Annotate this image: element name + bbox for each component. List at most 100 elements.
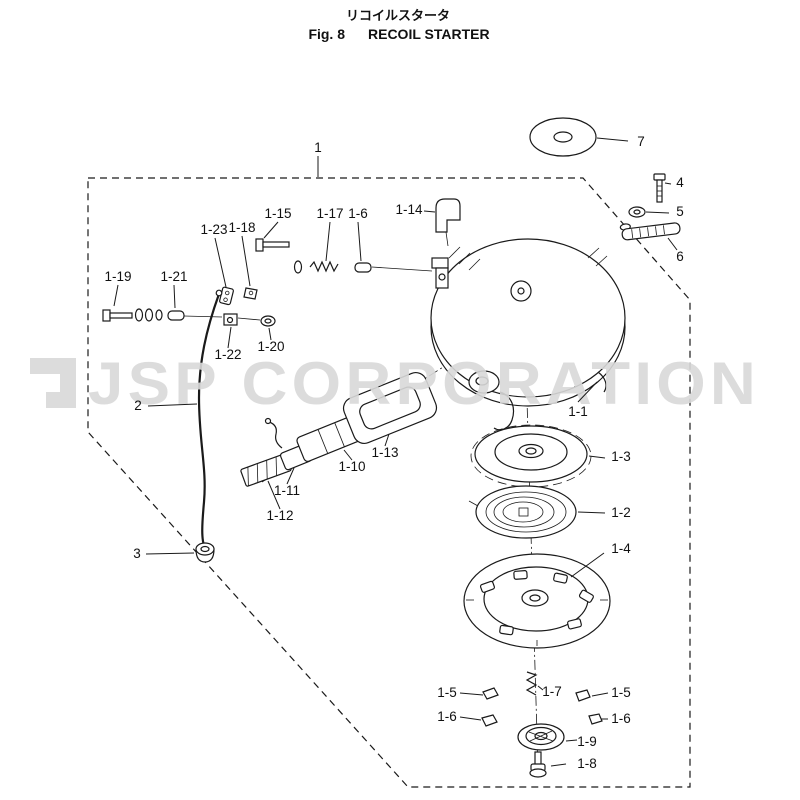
drum-hole (529, 594, 541, 602)
washer-a (134, 308, 144, 322)
spring-coil-2 (493, 496, 555, 528)
label-1-19: 1-19 (104, 269, 131, 284)
vent-slot (587, 247, 600, 259)
label-1-10: 1-10 (338, 459, 365, 474)
shaft-line (317, 429, 329, 454)
leader-1-5-left (459, 692, 484, 696)
leader-1-5-right (591, 692, 609, 697)
ratchet-slot (479, 580, 495, 593)
ratchet-slot (553, 572, 568, 584)
assembly-line (183, 315, 223, 318)
plate-hole (223, 297, 228, 302)
leader-1-20 (268, 327, 272, 341)
leader-1-9 (565, 739, 578, 742)
spring-center (518, 507, 529, 517)
clip-part-1-6-left (481, 714, 498, 727)
label-1-22: 1-22 (214, 347, 241, 362)
spring-part-1-7 (525, 671, 538, 696)
leader-1-21 (173, 284, 176, 309)
figure-title-english: RECOIL STARTER (368, 26, 490, 42)
label-1-9: 1-9 (577, 734, 597, 749)
knurl-line (631, 229, 634, 239)
pawl-part-1-5-left (482, 687, 499, 700)
washer-b (144, 308, 154, 322)
bracket-link (445, 231, 449, 247)
leader-2 (147, 403, 198, 407)
watermark-text: JSP CORPORATION (88, 350, 760, 417)
leader-5 (645, 211, 670, 214)
pulley-hole (525, 447, 537, 455)
vent-slot (448, 246, 461, 259)
screw-1-15-head (255, 238, 264, 252)
bracket-shape (435, 198, 461, 233)
label-1-21: 1-21 (160, 269, 187, 284)
label-1: 1 (314, 140, 322, 155)
hatch (247, 467, 249, 486)
figure-title-japanese: リコイルスタータ (346, 8, 450, 23)
leader-4 (664, 182, 672, 185)
knurl-line (655, 226, 657, 236)
bottom-parts (481, 671, 603, 778)
leader-1-23 (214, 237, 227, 288)
leader-6 (667, 237, 678, 251)
leader-1-7 (537, 685, 544, 691)
bolt-part-1-8-flange (529, 768, 547, 778)
plate-1-23 (219, 286, 234, 306)
pawl-part-1-5-right (575, 689, 591, 702)
leader-1-11 (286, 467, 295, 485)
leader-1-18 (241, 235, 251, 287)
spring-1-17 (309, 260, 339, 273)
label-1-7: 1-7 (542, 684, 562, 699)
bracket-hole (438, 273, 446, 281)
bolt-1-19-head (102, 309, 111, 322)
grip-part-1-13 (342, 371, 438, 445)
leader-1-14 (423, 210, 436, 213)
vent-slot (595, 255, 608, 267)
leader-1-1 (577, 381, 598, 403)
leader-1-15 (263, 221, 279, 239)
case-tab (597, 371, 607, 393)
knob-hole (200, 545, 210, 553)
label-3: 3 (133, 546, 141, 561)
hatch (266, 460, 268, 480)
vent-slot (468, 258, 481, 271)
label-1-17: 1-17 (316, 206, 343, 221)
washer-part-7 (529, 117, 597, 157)
label-1-6-right: 1-6 (611, 711, 631, 726)
label-6: 6 (676, 249, 684, 264)
bracket-screw (226, 316, 234, 324)
label-4: 4 (676, 175, 684, 190)
bolt-part-4 (653, 173, 666, 203)
spacer-1-21 (167, 310, 185, 321)
figure-title: リコイルスタータ Fig. 8 RECOIL STARTER (308, 8, 489, 42)
label-1-13: 1-13 (371, 445, 398, 460)
label-1-12: 1-12 (266, 508, 293, 523)
rope-end (215, 289, 223, 297)
bolt-1-19-shaft (109, 312, 133, 319)
label-1-23: 1-23 (200, 222, 227, 237)
pulley-part-1-3 (470, 424, 592, 488)
leader-7 (596, 137, 629, 142)
leader-1-6-left (459, 716, 482, 721)
spring-hook (468, 500, 479, 507)
label-1-18: 1-18 (228, 220, 255, 235)
screw-1-15-shaft (262, 241, 290, 248)
rope-guide-hole (475, 376, 489, 386)
hatch (256, 463, 259, 483)
washer-1-20-hole (264, 318, 272, 324)
leader-1-6-top (357, 221, 362, 262)
wire-part-1-11 (268, 421, 283, 449)
hatch (275, 456, 277, 476)
leader-1-8 (550, 763, 567, 767)
figure-number: Fig. 8 (308, 26, 345, 42)
spring-coil-1 (485, 491, 567, 533)
ratchet-slot (513, 570, 528, 580)
label-1-5-left: 1-5 (437, 685, 457, 700)
label-1-3: 1-3 (611, 449, 631, 464)
washer-hole (553, 131, 573, 143)
ratchet-rod-part-6 (619, 222, 681, 241)
leader-1-3 (588, 455, 606, 459)
ratchet-slot (499, 624, 514, 636)
watermark: JSP CORPORATION (30, 350, 760, 417)
